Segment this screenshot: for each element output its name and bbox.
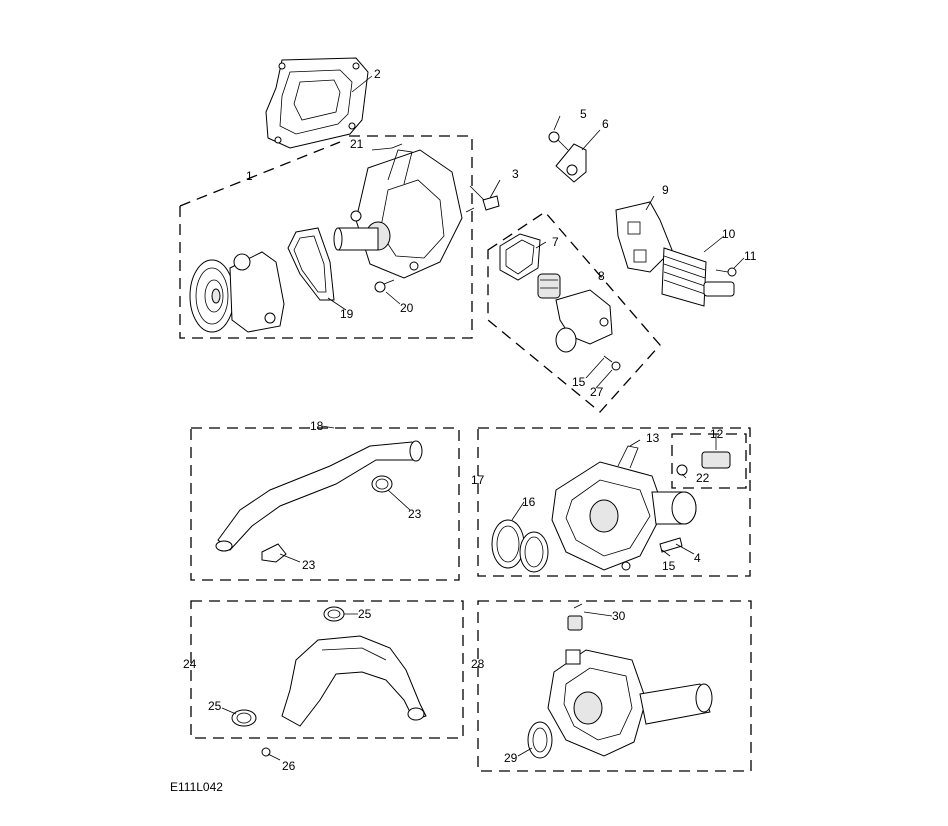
callout-8: 8 (598, 269, 605, 283)
callout-1: 1 (246, 169, 253, 183)
bolt-part-4 (659, 537, 683, 553)
callout-23-upper: 23 (408, 507, 422, 521)
bolt-part-5 (548, 131, 569, 151)
callout-3: 3 (512, 167, 519, 181)
group-24-outline (190, 600, 464, 739)
callout-22: 22 (696, 471, 710, 485)
callout-30: 30 (612, 609, 626, 623)
seal-ring-part-29 (527, 721, 553, 759)
callout-6: 6 (602, 117, 609, 131)
coolant-hose-part-18 (215, 440, 423, 552)
oil-cooler-part (661, 247, 735, 307)
callout-12: 12 (710, 427, 724, 441)
callout-26: 26 (282, 759, 296, 773)
callout-20: 20 (400, 301, 414, 315)
group-12-outline (671, 433, 747, 489)
hose-clamp-part-23-upper (371, 475, 393, 493)
gasket-part-2 (265, 57, 369, 149)
callout-29: 29 (504, 751, 518, 765)
bolt-part-11 (715, 267, 737, 277)
callout-2: 2 (374, 67, 381, 81)
callout-5: 5 (580, 107, 587, 121)
callout-25-upper: 25 (358, 607, 372, 621)
callout-7: 7 (552, 235, 559, 249)
leader-lines (221, 75, 745, 761)
sensor-part-30 (567, 603, 583, 631)
seal-rings-part-16 (491, 519, 549, 573)
group-1-outline (179, 135, 473, 339)
coolant-hose-part-24 (281, 635, 427, 727)
hose-clamp-part-25-lower (231, 709, 257, 727)
callout-24: 24 (183, 657, 197, 671)
callout-4: 4 (694, 551, 701, 565)
callout-10: 10 (722, 227, 736, 241)
callout-15-lower: 15 (662, 559, 676, 573)
thermostat-housing-part-28 (547, 649, 713, 757)
bolt-part-21 (391, 143, 403, 149)
callout-23-lower: 23 (302, 558, 316, 572)
callout-16: 16 (522, 495, 536, 509)
gasket-part-6 (555, 143, 587, 183)
figure-code: E111L042 (170, 780, 223, 794)
thermostat-housing-part (555, 289, 613, 353)
pump-seal-part-19 (287, 227, 335, 301)
callout-11: 11 (744, 249, 757, 263)
group-28-outline (477, 600, 752, 772)
o-ring-part-7 (499, 233, 541, 281)
thermostat-part (537, 273, 561, 299)
bolt-part-20 (374, 279, 395, 293)
sensor-part-12 (676, 451, 731, 476)
outlet-housing-part (551, 461, 697, 571)
water-pump-housing-part (333, 149, 463, 279)
callout-9: 9 (662, 183, 669, 197)
hose-clamp-part-25-upper (323, 606, 345, 622)
callout-15-upper: 15 (572, 375, 586, 389)
callout-25-lower: 25 (208, 699, 222, 713)
callout-21: 21 (350, 137, 364, 151)
callout-28: 28 (471, 657, 485, 671)
group-8-outline (487, 211, 661, 413)
callout-19: 19 (340, 307, 354, 321)
bolt-part-27 (603, 355, 621, 371)
callout-13: 13 (646, 431, 660, 445)
group-18-outline (190, 427, 460, 581)
callout-17: 17 (471, 473, 485, 487)
gasket-part-9 (615, 201, 673, 273)
callout-18: 18 (310, 419, 324, 433)
bolt-part-3 (469, 185, 500, 211)
pulley-part (189, 251, 285, 333)
group-1-outline-top (179, 141, 341, 207)
group-17-outline (477, 427, 751, 577)
hose-clamp-part-23-lower (261, 543, 287, 563)
clip-part-13 (617, 445, 639, 469)
callout-27: 27 (590, 385, 604, 399)
